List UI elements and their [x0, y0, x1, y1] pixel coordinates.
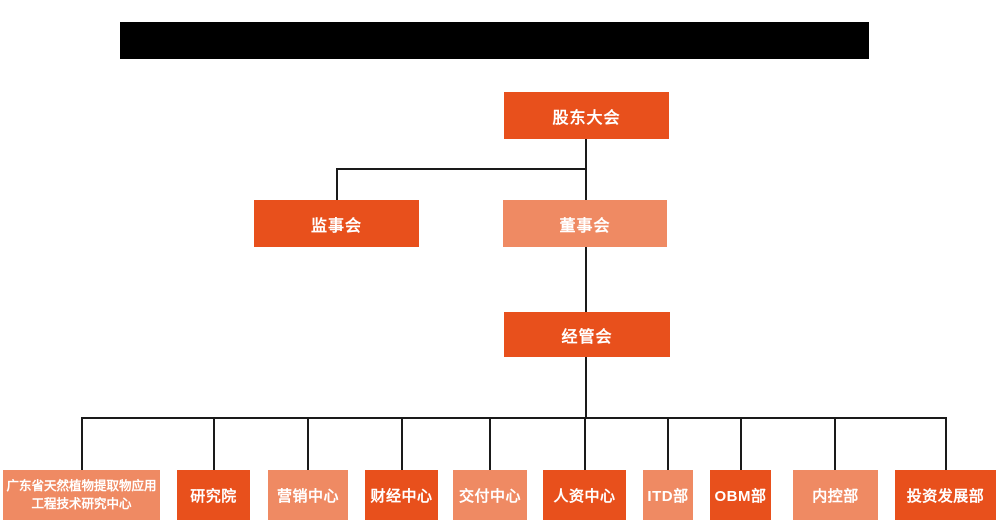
node-dept-delivery-center: 交付中心: [453, 470, 527, 520]
node-board-of-directors: 董事会: [503, 200, 667, 247]
connector-drop-dept-9: [834, 417, 836, 470]
node-label: 人资中心: [553, 487, 616, 505]
connector-management-down: [585, 357, 587, 417]
node-label: 监事会: [310, 217, 362, 235]
connector-departments-bus: [81, 417, 947, 419]
node-dept-marketing-center: 营销中心: [268, 470, 348, 520]
connector-drop-dept-3: [307, 417, 309, 470]
connector-drop-dept-6: [584, 417, 586, 470]
connector-drop-dept-4: [401, 417, 403, 470]
node-label: 营销中心: [276, 487, 339, 505]
node-supervisory-board: 监事会: [254, 200, 419, 247]
node-management-committee: 经管会: [504, 312, 670, 357]
node-dept-itd: ITD部: [643, 470, 693, 520]
node-label: 经管会: [561, 328, 613, 346]
node-label: 投资发展部: [906, 487, 985, 505]
connector-level2-branch: [336, 168, 587, 170]
connector-drop-dept-7: [667, 417, 669, 470]
node-shareholders-meeting: 股东大会: [504, 92, 669, 139]
node-dept-hr-center: 人资中心: [543, 470, 626, 520]
node-label: 广东省天然植物提取物应用工程技术研究中心: [6, 478, 157, 511]
node-dept-research-institute: 研究院: [177, 470, 250, 520]
connector-board-to-management: [585, 247, 587, 312]
node-dept-internal-control: 内控部: [793, 470, 878, 520]
connector-drop-dept-2: [213, 417, 215, 470]
connector-drop-dept-8: [740, 417, 742, 470]
node-label: ITD部: [647, 487, 689, 505]
connector-drop-dept-5: [489, 417, 491, 470]
node-dept-research-center: 广东省天然植物提取物应用工程技术研究中心: [3, 470, 160, 520]
node-label: 交付中心: [458, 487, 521, 505]
node-label: OBM部: [714, 487, 767, 505]
node-label: 董事会: [559, 217, 611, 235]
node-label: 股东大会: [552, 109, 621, 127]
connector-drop-dept-10: [945, 417, 947, 470]
connector-drop-dept-1: [81, 417, 83, 470]
node-label: 研究院: [190, 487, 237, 505]
node-label: 内控部: [812, 487, 859, 505]
connector-to-supervisory: [336, 168, 338, 200]
node-label: 财经中心: [370, 487, 433, 505]
node-dept-finance-center: 财经中心: [365, 470, 438, 520]
redacted-title-bar: [120, 22, 869, 59]
node-dept-obm: OBM部: [710, 470, 771, 520]
node-dept-investment-development: 投资发展部: [895, 470, 996, 520]
